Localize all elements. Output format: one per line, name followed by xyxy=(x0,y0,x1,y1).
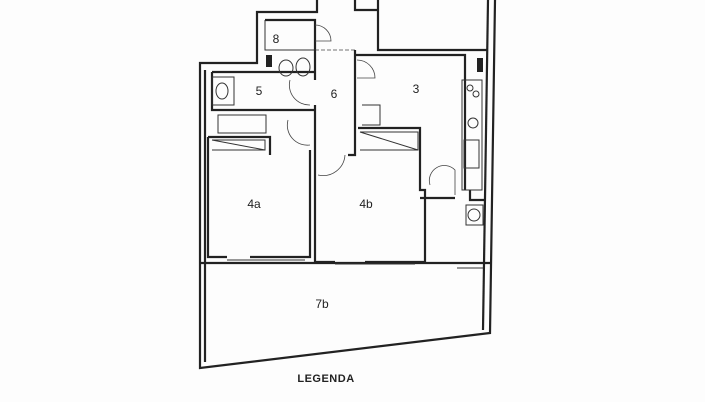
toilet xyxy=(278,59,294,77)
room-label-7b: 7b xyxy=(315,297,329,311)
shaft xyxy=(477,58,483,72)
fixtures xyxy=(211,55,484,226)
room-label-8: 8 xyxy=(273,32,280,46)
bathtub xyxy=(217,114,267,134)
room-label-5: 5 xyxy=(256,84,263,98)
washbasin xyxy=(211,76,235,106)
shaft xyxy=(266,55,272,67)
interior-walls xyxy=(200,18,490,269)
bidet xyxy=(295,57,311,77)
room-label-4a: 4a xyxy=(247,197,261,211)
legend-title: LEGENDA xyxy=(297,373,354,385)
doors xyxy=(227,24,456,265)
room-label-6: 6 xyxy=(331,87,338,101)
washing-machine xyxy=(465,204,484,226)
outer-walls xyxy=(198,0,497,370)
room-label-4b: 4b xyxy=(359,197,373,211)
kitchen-counter xyxy=(461,79,483,191)
room-label-3: 3 xyxy=(413,82,420,96)
